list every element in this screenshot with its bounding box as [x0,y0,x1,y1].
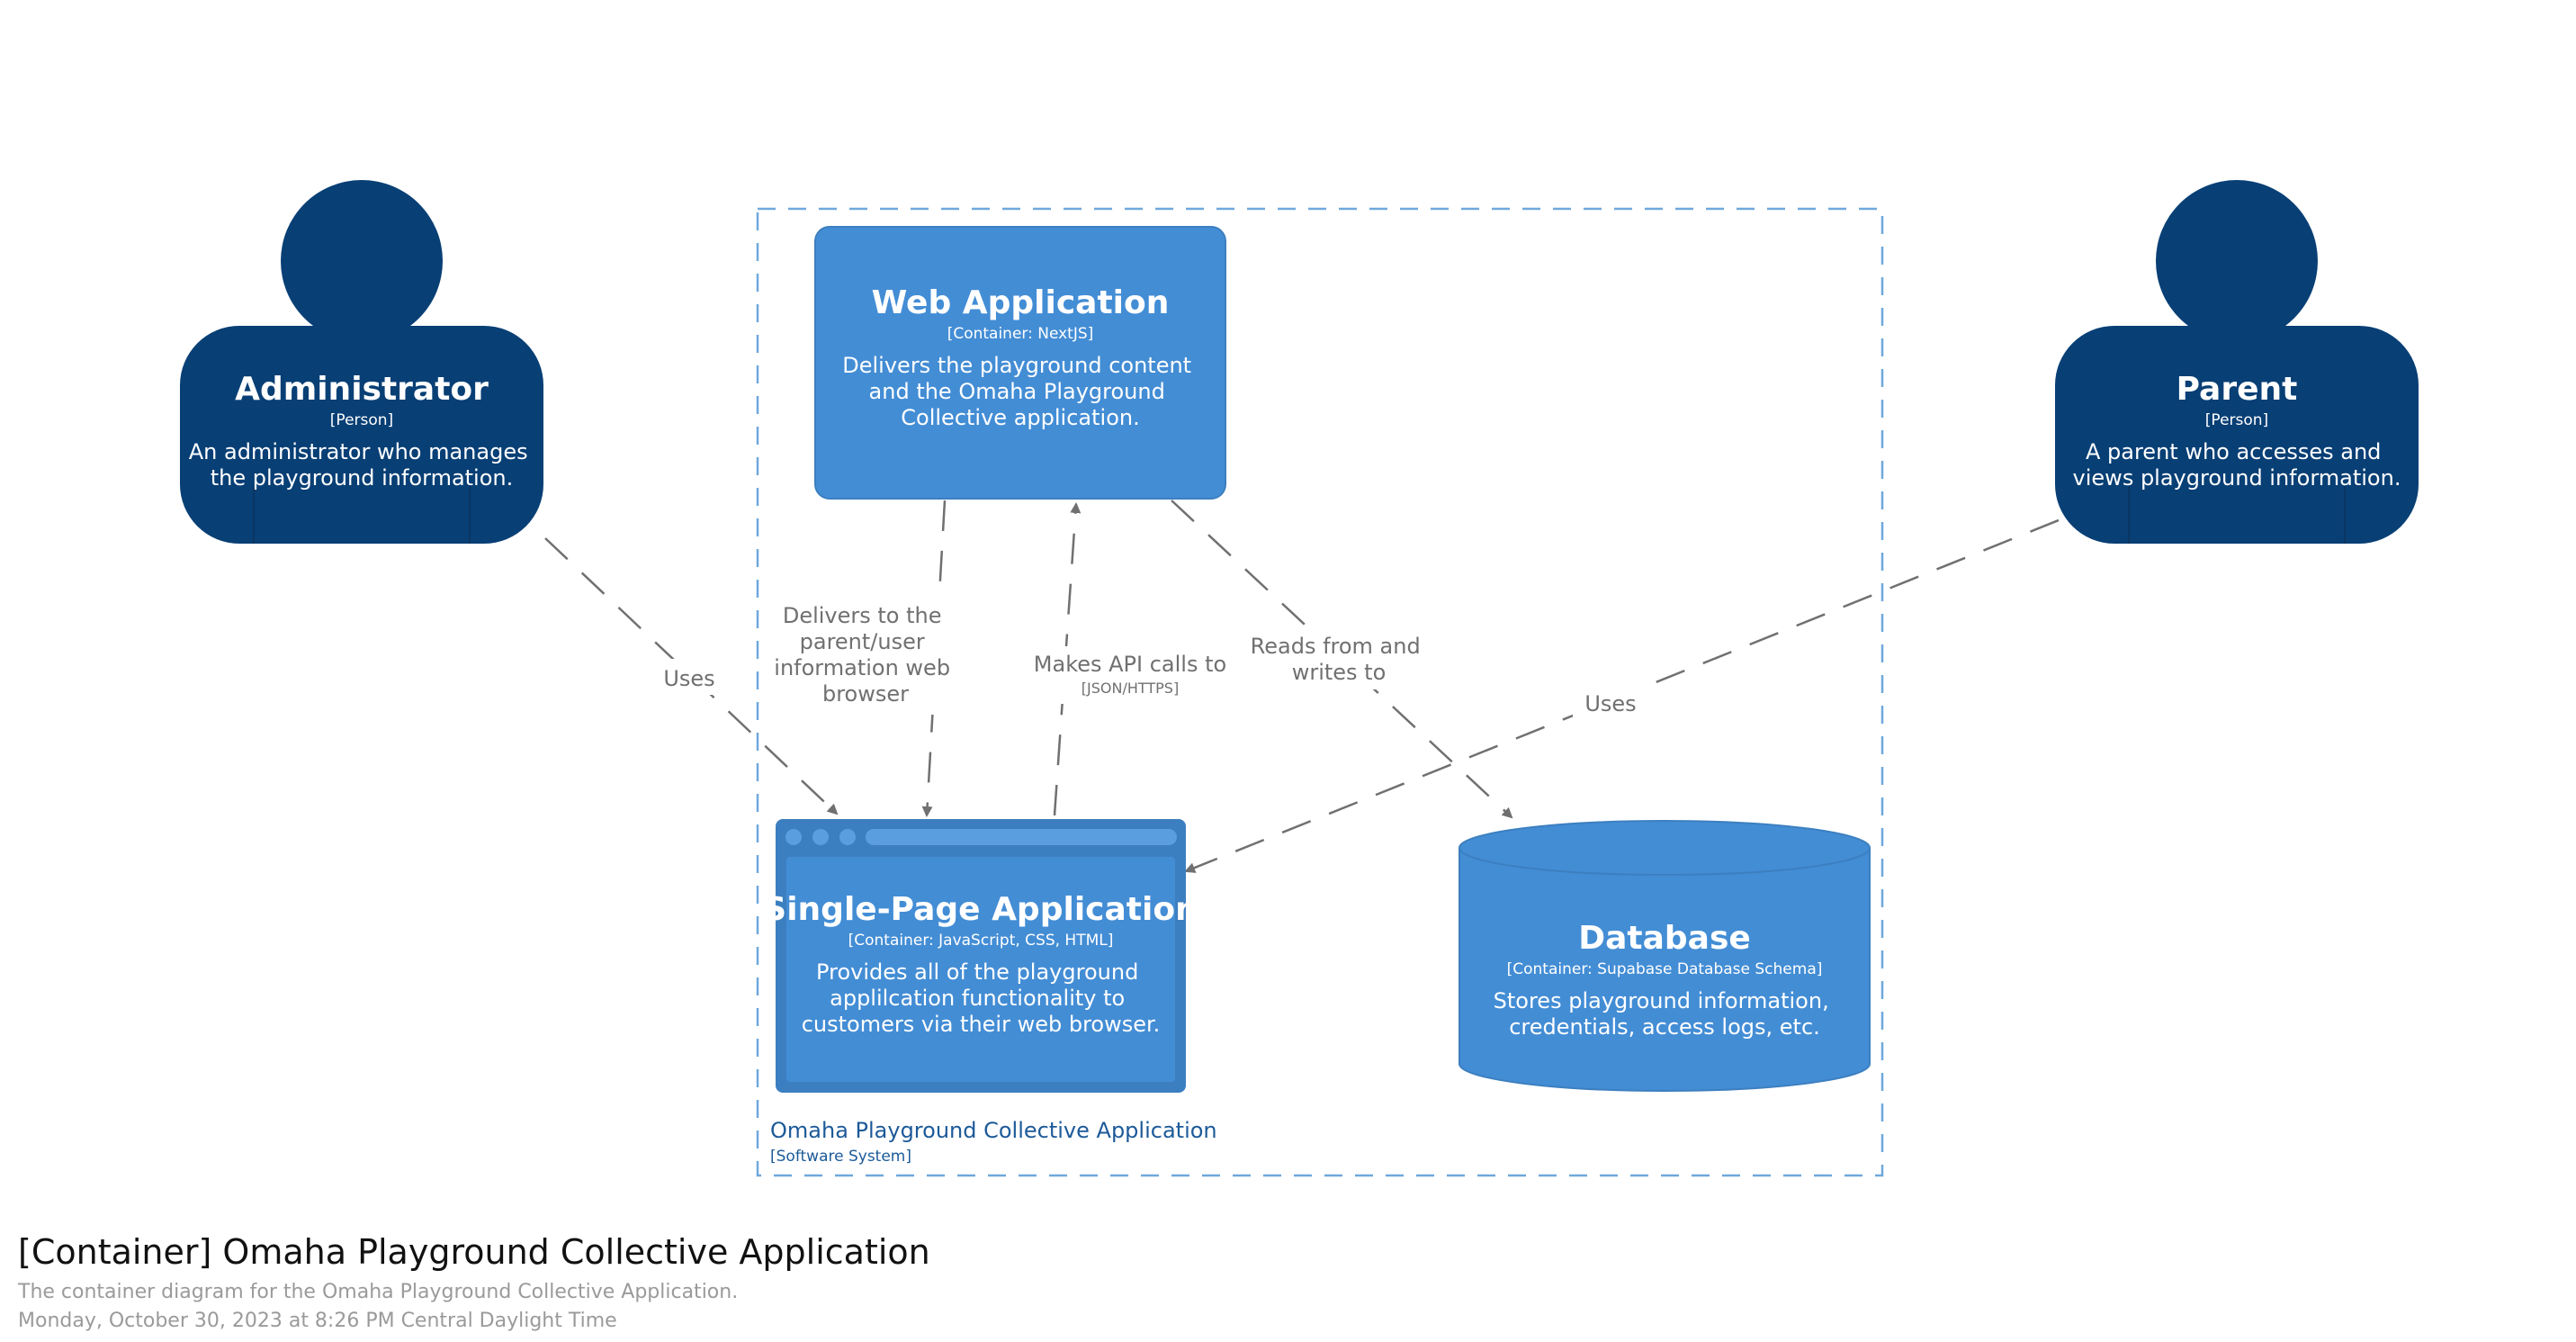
person-administrator[interactable]: Administrator [Person] An administrator … [180,180,543,544]
container-description: Delivers the playground content and the … [842,353,1198,430]
container-description: Provides all of the playground applilcat… [802,959,1161,1037]
person-description: An administrator who manages the playgro… [189,439,535,491]
container-type: [Container: NextJS] [947,325,1094,343]
person-description: A parent who accesses and views playgrou… [2073,439,2401,491]
window-dot-icon [812,829,829,845]
person-body-icon [180,326,543,544]
diagram-title: [Container] Omaha Playground Collective … [18,1232,930,1272]
container-database[interactable]: Database [Container: Supabase Database S… [1459,820,1871,1092]
container-web-application[interactable]: Web Application [Container: NextJS] Deli… [814,226,1226,500]
person-type: [Person] [2205,411,2268,429]
container-diagram: Omaha Playground Collective Application … [180,180,2419,1177]
person-name: Administrator [235,371,489,408]
boundary-name: Omaha Playground Collective Application [770,1118,1217,1143]
spa-api-tech: [JSON/HTTPS] [1082,680,1179,697]
person-head-icon [281,180,443,342]
container-description: Stores playground information, credentia… [1494,988,1836,1040]
web-db-label: Reads from and writes to [1251,634,1428,685]
database-cylinder-icon [1459,848,1871,1092]
diagram-title-block: [Container] Omaha Playground Collective … [18,1231,930,1334]
admin-uses-spa-arrow [544,537,839,815]
container-name: Database [1578,920,1751,957]
container-type: [Container: Supabase Database Schema] [1507,960,1823,978]
admin-uses-label: Uses [663,666,714,691]
container-name: Single-Page Application [763,891,1198,928]
web-delivers-label: Delivers to the parent/user information … [774,603,956,707]
person-head-icon [2156,180,2318,342]
spa-api-label: Makes API calls to [1034,652,1226,677]
person-parent[interactable]: Parent [Person] A parent who accesses an… [2055,180,2419,544]
person-name: Parent [2177,371,2298,408]
parent-uses-label: Uses [1584,691,1636,716]
window-dot-icon [839,829,856,845]
container-type: [Container: JavaScript, CSS, HTML] [848,932,1114,950]
window-dot-icon [785,829,802,845]
web-db-arrow [1171,500,1513,819]
person-type: [Person] [330,411,393,429]
container-name: Web Application [872,284,1170,321]
relationships: Uses Uses Delivers to the parent/user in… [544,500,2060,873]
person-body-icon [2055,326,2419,544]
address-bar-icon [866,829,1177,845]
boundary-type: [Software System] [770,1148,911,1166]
diagram-date: Monday, October 30, 2023 at 8:26 PM Cent… [18,1310,617,1332]
diagram-subtitle: The container diagram for the Omaha Play… [18,1281,739,1303]
software-system-boundary: Omaha Playground Collective Application … [756,207,1884,1177]
container-single-page-application[interactable]: Single-Page Application [Container: Java… [763,819,1198,1093]
